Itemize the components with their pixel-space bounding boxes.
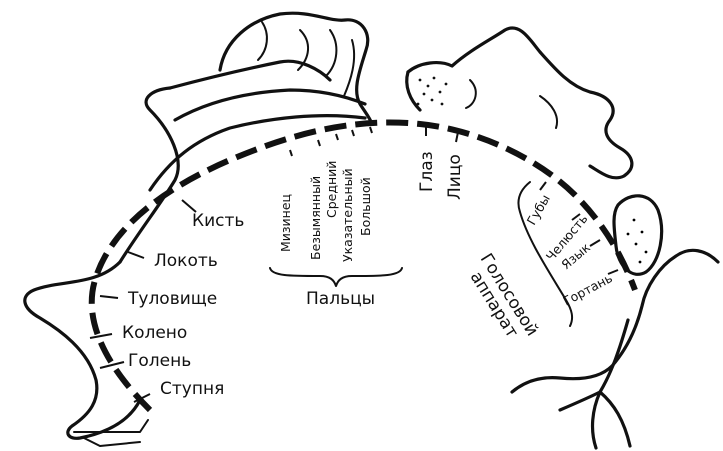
- label-face: Лицо: [445, 154, 465, 200]
- label-little-finger: Мизинец: [278, 194, 293, 252]
- label-foot: Ступня: [160, 379, 224, 399]
- label-knee: Колено: [122, 323, 187, 343]
- label-fingers-group: Пальцы: [306, 289, 375, 309]
- label-ring-finger: Безымянный: [308, 176, 323, 260]
- label-index-finger: Указательный: [340, 168, 355, 262]
- label-thumb: Большой: [358, 177, 373, 236]
- label-lips: Губы: [524, 192, 553, 228]
- tongue-shape: [614, 196, 662, 274]
- label-trunk: Туловище: [127, 289, 217, 309]
- fingers-bracket: [270, 268, 402, 286]
- label-middle-finger: Средний: [324, 161, 339, 218]
- throat-shape: [512, 250, 718, 448]
- label-eye: Глаз: [417, 151, 437, 192]
- label-hand: Кисть: [192, 211, 244, 231]
- label-larynx: Гортань: [560, 270, 614, 308]
- label-elbow: Локоть: [154, 251, 218, 271]
- face-stipple: [417, 77, 448, 106]
- label-shin: Голень: [128, 351, 191, 371]
